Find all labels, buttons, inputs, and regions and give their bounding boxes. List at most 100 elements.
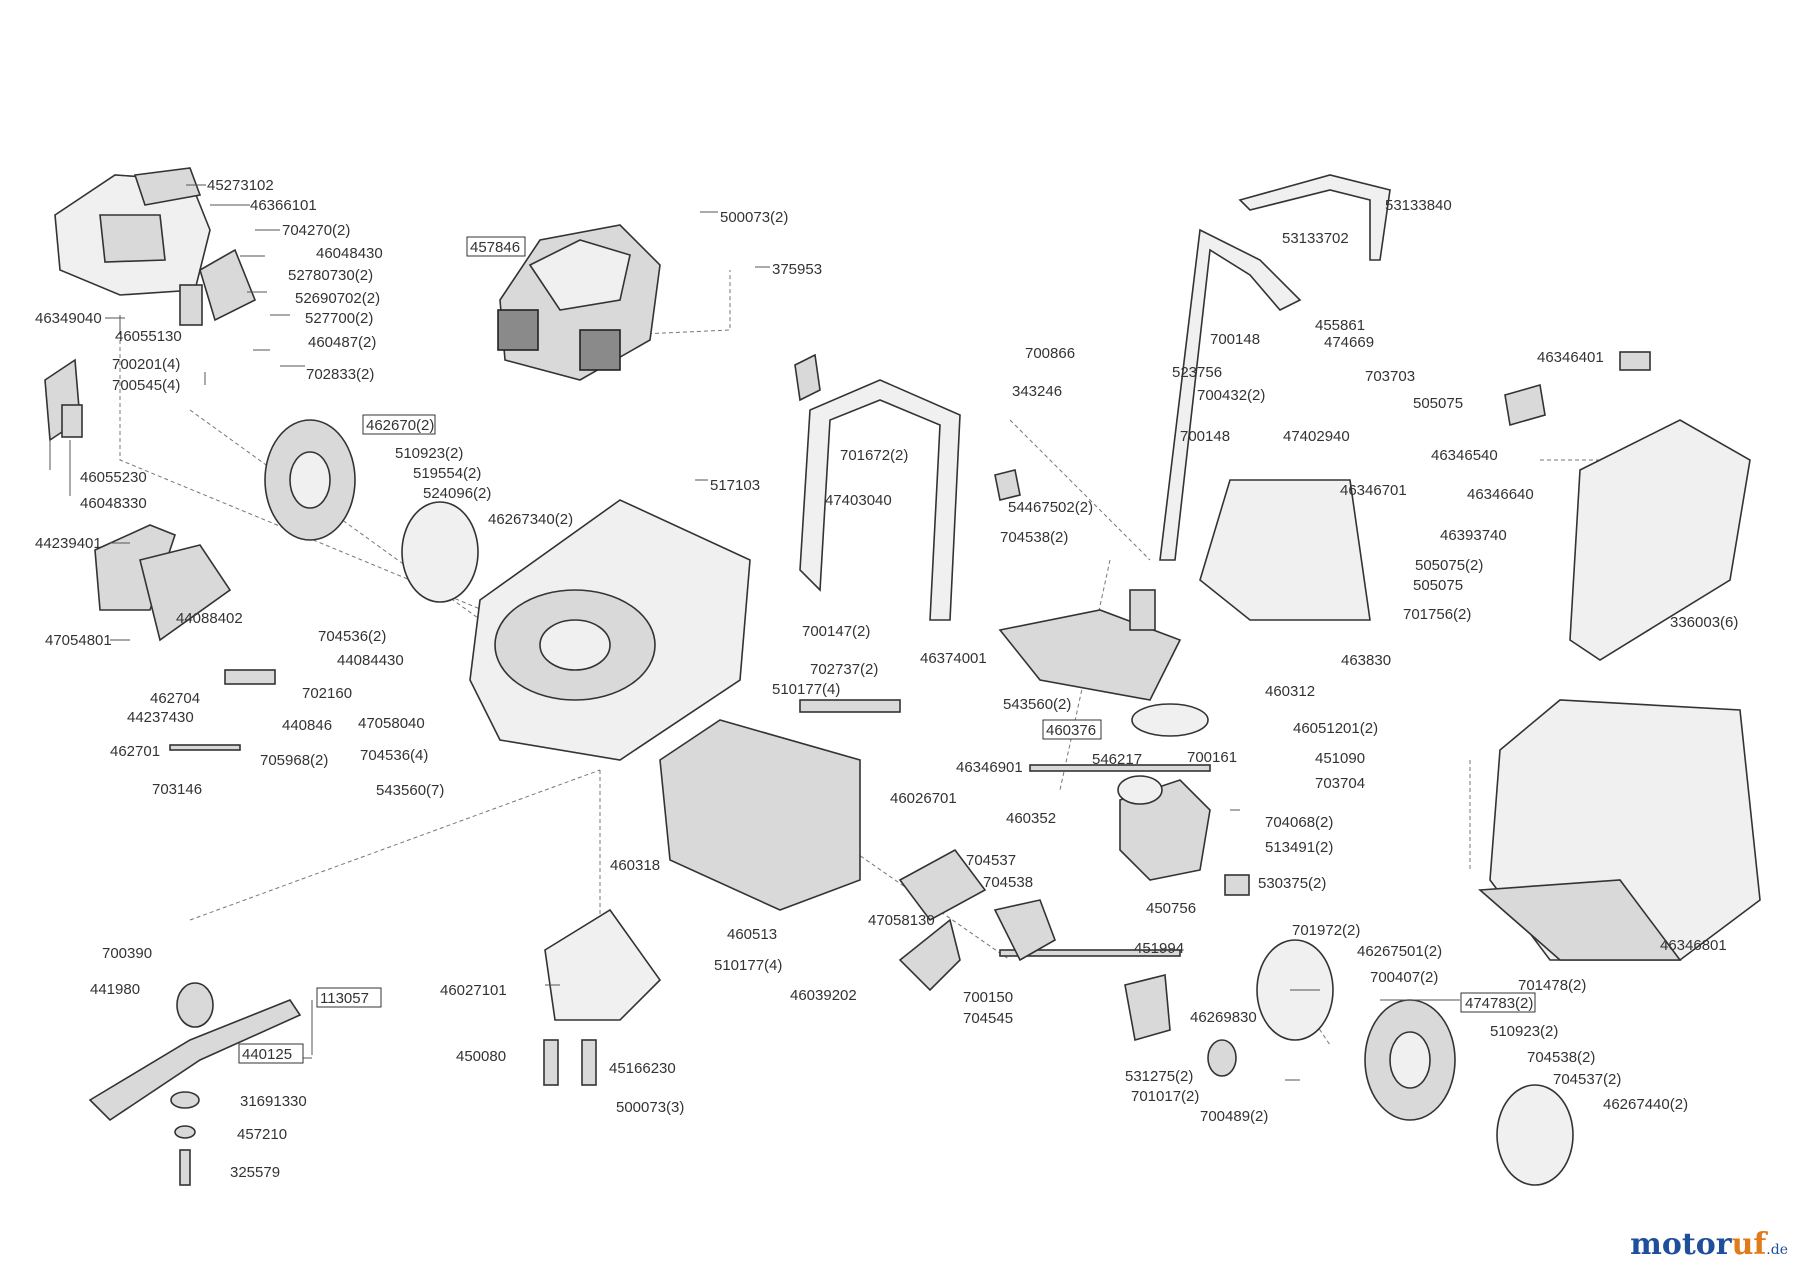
pulley-part xyxy=(1117,775,1163,805)
part-label: 460513 xyxy=(727,926,777,943)
part-label: 531275(2) xyxy=(1125,1068,1193,1085)
part-label: 700147(2) xyxy=(802,623,870,640)
hubcap-right-part xyxy=(1496,1084,1574,1186)
part-label: 462704 xyxy=(150,690,200,707)
part-label: 702833(2) xyxy=(306,366,374,383)
part-label: 505075 xyxy=(1413,577,1463,594)
v-belt-part xyxy=(1131,703,1209,737)
part-number-labels: 45273102 46366101 704270(2) 46048430 527… xyxy=(35,177,1738,1181)
spring-left-part xyxy=(543,1039,559,1086)
part-label: 47402940 xyxy=(1283,428,1350,445)
part-label: 700545(4) xyxy=(112,377,180,394)
part-label: 700150 xyxy=(963,989,1013,1006)
part-label: 505075(2) xyxy=(1415,557,1483,574)
part-label: 524096(2) xyxy=(423,485,491,502)
part-label: 441980 xyxy=(90,981,140,998)
part-label: 45273102 xyxy=(207,177,274,194)
part-label: 46039202 xyxy=(790,987,857,1004)
flap-bar-part xyxy=(799,699,901,713)
assembly-guide-lines xyxy=(119,270,1600,1046)
part-label: 704536(2) xyxy=(318,628,386,645)
cover-grille-part xyxy=(99,214,166,263)
part-label: 462670(2) xyxy=(366,417,434,434)
part-label: 460312 xyxy=(1265,683,1315,700)
part-label: 523756 xyxy=(1172,364,1222,381)
part-label: 474669 xyxy=(1324,334,1374,351)
part-label: 450756 xyxy=(1146,900,1196,917)
part-label: 44239401 xyxy=(35,535,102,552)
coupling-part xyxy=(1224,874,1250,896)
part-label: 46051201(2) xyxy=(1293,720,1378,737)
washer-2-part xyxy=(174,1125,196,1139)
blade-bolt-part xyxy=(179,1149,191,1186)
chute-tab-part xyxy=(1129,589,1156,631)
part-label: 46027101 xyxy=(440,982,507,999)
part-label: 31691330 xyxy=(240,1093,307,1110)
grass-box-handle-part xyxy=(1504,383,1546,427)
chute-part xyxy=(998,609,1182,701)
part-label: 45166230 xyxy=(609,1060,676,1077)
part-label: 704538 xyxy=(983,874,1033,891)
part-shapes xyxy=(44,167,1761,1186)
part-label: 44088402 xyxy=(176,610,243,627)
small-plate-part xyxy=(61,404,83,438)
drive-shaft-part xyxy=(1029,764,1211,772)
part-label: 703704 xyxy=(1315,775,1365,792)
wheel-right-hub-part xyxy=(1389,1031,1431,1089)
handle-lower-part xyxy=(799,379,961,621)
part-label: 44237430 xyxy=(127,709,194,726)
part-label: 52780730(2) xyxy=(288,267,373,284)
part-label: 700148 xyxy=(1210,331,1260,348)
part-label: 700489(2) xyxy=(1200,1108,1268,1125)
part-label: 343246 xyxy=(1012,383,1062,400)
part-label: 704536(4) xyxy=(360,747,428,764)
handle-bracket-part xyxy=(898,848,987,922)
part-label: 46346540 xyxy=(1431,447,1498,464)
part-label: 517103 xyxy=(710,477,760,494)
part-label: 543560(7) xyxy=(376,782,444,799)
part-label: 54467502(2) xyxy=(1008,499,1093,516)
cable-guide-part xyxy=(898,918,961,992)
lever-part xyxy=(224,669,276,685)
part-label: 704545 xyxy=(963,1010,1013,1027)
part-label: 46346640 xyxy=(1467,486,1534,503)
deck-hub-part xyxy=(539,619,611,671)
part-label: 510923(2) xyxy=(1490,1023,1558,1040)
handle-bar-part xyxy=(1238,174,1391,261)
part-label: 325579 xyxy=(230,1164,280,1181)
part-label: 704538(2) xyxy=(1527,1049,1595,1066)
rear-axle-part xyxy=(999,949,1181,957)
part-label: 53133702 xyxy=(1282,230,1349,247)
hubcap-left-part xyxy=(401,501,479,603)
engine-top-part xyxy=(528,239,631,311)
part-label: 510177(4) xyxy=(714,957,782,974)
part-label: 440125 xyxy=(242,1046,292,1063)
part-label: 700201(4) xyxy=(112,356,180,373)
wheel-left-hub-part xyxy=(289,451,331,509)
part-label: 460487(2) xyxy=(308,334,376,351)
part-label: 530375(2) xyxy=(1258,875,1326,892)
gear-part xyxy=(1207,1039,1237,1077)
part-label: 700432(2) xyxy=(1197,387,1265,404)
part-label: 47403040 xyxy=(825,492,892,509)
part-label: 440846 xyxy=(282,717,332,734)
part-label: 704270(2) xyxy=(282,222,350,239)
engine-base-part-2 xyxy=(579,329,621,371)
part-label: 46393740 xyxy=(1440,527,1507,544)
handle-upper-part xyxy=(1159,228,1302,561)
part-label: 44084430 xyxy=(337,652,404,669)
part-label: 46366101 xyxy=(250,197,317,214)
part-label: 500073(2) xyxy=(720,209,788,226)
part-label: 703703 xyxy=(1365,368,1415,385)
part-label: 46346401 xyxy=(1537,349,1604,366)
engine-base-part xyxy=(497,309,539,351)
part-label: 47054801 xyxy=(45,632,112,649)
part-label: 704538(2) xyxy=(1000,529,1068,546)
part-label: 375953 xyxy=(772,261,822,278)
part-label: 46026701 xyxy=(890,790,957,807)
part-label: 500073(3) xyxy=(616,1099,684,1116)
part-label: 700407(2) xyxy=(1370,969,1438,986)
part-label: 455861 xyxy=(1315,317,1365,334)
part-label: 546217 xyxy=(1092,751,1142,768)
part-label: 701017(2) xyxy=(1131,1088,1199,1105)
